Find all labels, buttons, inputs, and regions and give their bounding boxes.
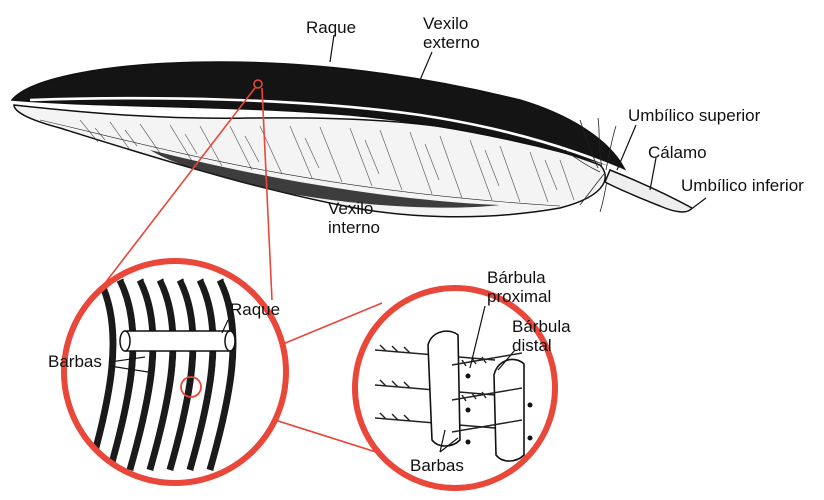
label-barbas-left: Barbas	[48, 352, 102, 371]
label-barbula-proximal-line2: proximal	[487, 287, 551, 306]
label-calamo: Cálamo	[648, 143, 707, 162]
label-barbas-right: Barbas	[410, 456, 464, 475]
label-vexilo-externo-line2: externo	[423, 33, 480, 52]
detail-raque-circle	[64, 261, 286, 483]
label-barbula-distal-line1: Bárbula	[512, 317, 571, 336]
label-vexilo-interno-line2: interno	[328, 218, 380, 237]
label-umbilico-superior: Umbílico superior	[628, 106, 760, 125]
calamo-shape	[605, 170, 692, 212]
label-raque-detail: Raque	[230, 300, 280, 319]
label-barbula-distal-line2: distal	[512, 336, 552, 355]
label-barbula-proximal-line1: Bárbula	[487, 268, 546, 287]
feather	[12, 62, 692, 217]
label-vexilo-interno-line1: Vexilo	[328, 199, 373, 218]
label-vexilo-externo-line1: Vexilo	[423, 14, 468, 33]
label-raque: Raque	[306, 18, 356, 37]
label-umbilico-inferior: Umbílico inferior	[681, 176, 804, 195]
